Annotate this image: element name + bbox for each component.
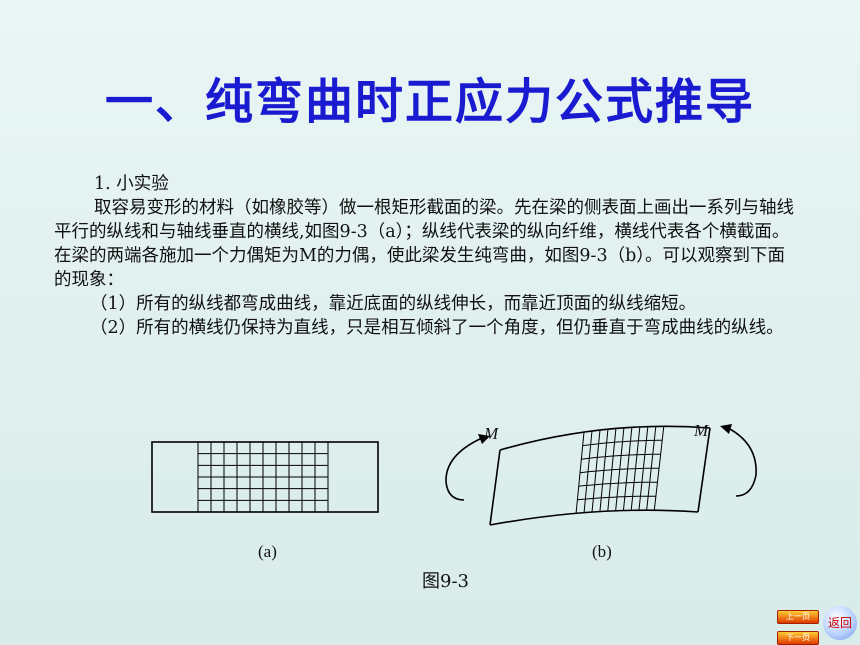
beam-figure-b xyxy=(445,424,757,526)
figure-caption: 图9-3 xyxy=(422,571,469,592)
prev-page-button[interactable]: 上一页 xyxy=(777,610,819,624)
observation-2: （2）所有的横线仍保持为直线，只是相互倾斜了一个角度，但仍垂直于弯成曲线的纵线。 xyxy=(90,318,784,338)
paragraph-experiment: 取容易变形的材料（如橡胶等）做一根矩形截面的梁。先在梁的侧表面上画出一系列与轴线… xyxy=(54,198,794,290)
grid-line xyxy=(579,467,659,474)
grid-line xyxy=(578,481,658,487)
moment-label-left: M xyxy=(484,424,499,443)
figure-b-label: (b) xyxy=(592,542,612,561)
slide-title: 一、纯弯曲时正应力公式推导 xyxy=(104,74,755,130)
figure-a-label: (a) xyxy=(258,542,277,561)
grid-line xyxy=(581,453,661,460)
return-button[interactable]: 返回 xyxy=(823,606,857,640)
section-heading: 1. 小实验 xyxy=(94,174,169,194)
grid-line xyxy=(582,439,663,447)
next-page-button[interactable]: 下一页 xyxy=(777,631,819,645)
body-text: 1. 小实验 取容易变形的材料（如橡胶等）做一根矩形截面的梁。先在梁的侧表面上画… xyxy=(54,172,794,340)
beam-figure-a xyxy=(151,441,379,513)
moment-label-right: M xyxy=(694,421,709,440)
observation-1: （1）所有的纵线都弯成曲线，靠近底面的纵线伸长，而靠近顶面的纵线缩短。 xyxy=(90,294,697,314)
grid-line xyxy=(577,495,656,501)
